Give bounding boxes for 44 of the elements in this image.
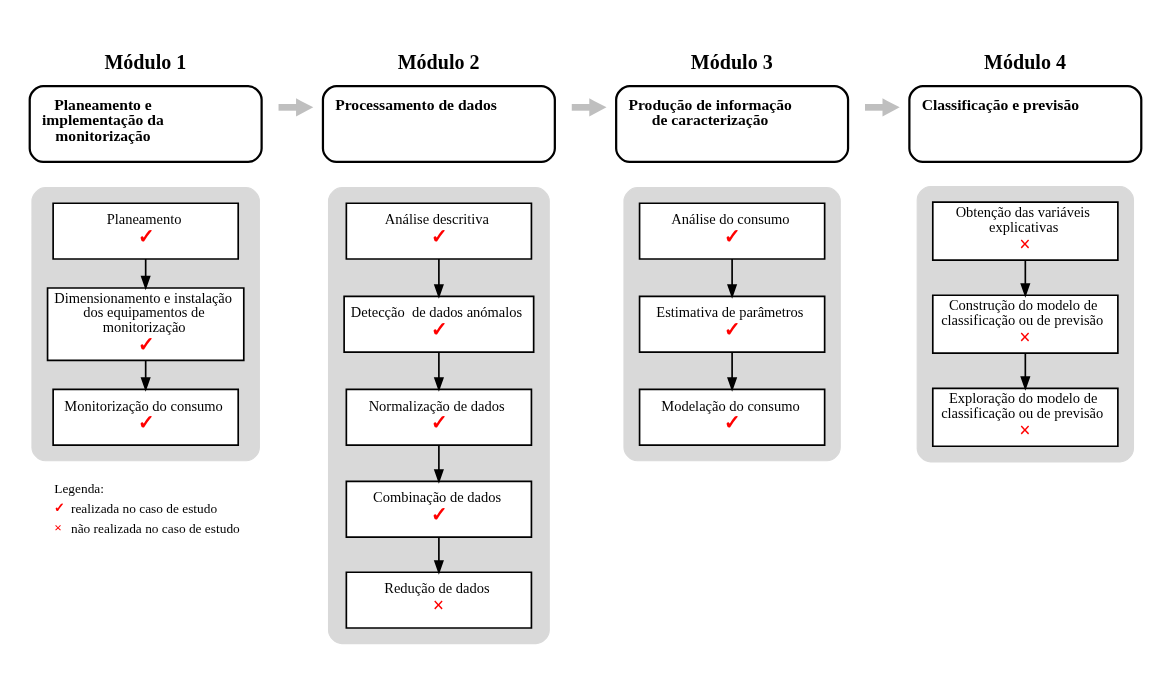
node-box: Combinação de dados ✓ — [345, 480, 533, 538]
arrow — [1020, 259, 1031, 298]
arrow — [571, 97, 607, 116]
node-box: Detecção de dados anómalos ✓ — [343, 295, 535, 353]
arrow — [433, 350, 444, 392]
cluster — [327, 186, 550, 644]
node-box: Análise do consumo ✓ — [638, 201, 826, 260]
arrow — [140, 257, 151, 290]
node-label: Módulo 1 — [104, 50, 187, 73]
node-box: Planeamento e implementação da monitorização — [28, 84, 263, 163]
arrow — [1020, 352, 1031, 391]
node-box: Dimensionamento e instalação dos equipamentos de monitorização ✓ — [46, 286, 245, 361]
arrow — [433, 257, 444, 299]
node-label: Módulo 2 — [397, 50, 480, 73]
node-box: Planeamento ✓ — [52, 201, 240, 260]
legend-label: realizada no caso de estudo — [70, 500, 218, 516]
node-box: Produção de informação de caracterização — [615, 84, 850, 163]
node-box: Análise descritiva ✓ — [345, 201, 533, 260]
arrow — [278, 97, 314, 116]
node-label: Módulo 3 — [690, 50, 773, 73]
node-box: Exploração do modelo de classificação ou de previsão × — [931, 386, 1119, 447]
cluster — [31, 186, 260, 461]
arrow — [433, 444, 444, 484]
arrow — [433, 536, 444, 575]
node-box: Processamento de dados — [321, 84, 556, 163]
node-label: Módulo 4 — [984, 50, 1066, 73]
arrow — [727, 257, 738, 299]
node-box: Monitorização do consumo ✓ — [52, 388, 240, 446]
node-box: Construção do modelo de classificação ou de previsão × — [931, 293, 1119, 354]
label: ✓ — [54, 499, 66, 515]
arrow — [864, 97, 900, 116]
arrow — [727, 350, 738, 392]
node-box: Estimativa de parâmetros ✓ — [638, 295, 826, 353]
node-box: Classificação e previsão — [908, 84, 1143, 163]
label: Legenda: — [54, 480, 104, 496]
cluster — [623, 186, 841, 461]
label: × — [54, 519, 62, 535]
node-box: Normalização de dados ✓ — [345, 388, 533, 446]
arrow — [140, 359, 151, 392]
legend-label: não realizada no caso de estudo — [70, 520, 240, 536]
node-box: Obtenção das variáveis explicativas × — [931, 200, 1119, 261]
node-box: Modelação do consumo ✓ — [638, 388, 826, 446]
cluster — [916, 185, 1135, 462]
node-box: Redução de dados × — [345, 570, 533, 629]
